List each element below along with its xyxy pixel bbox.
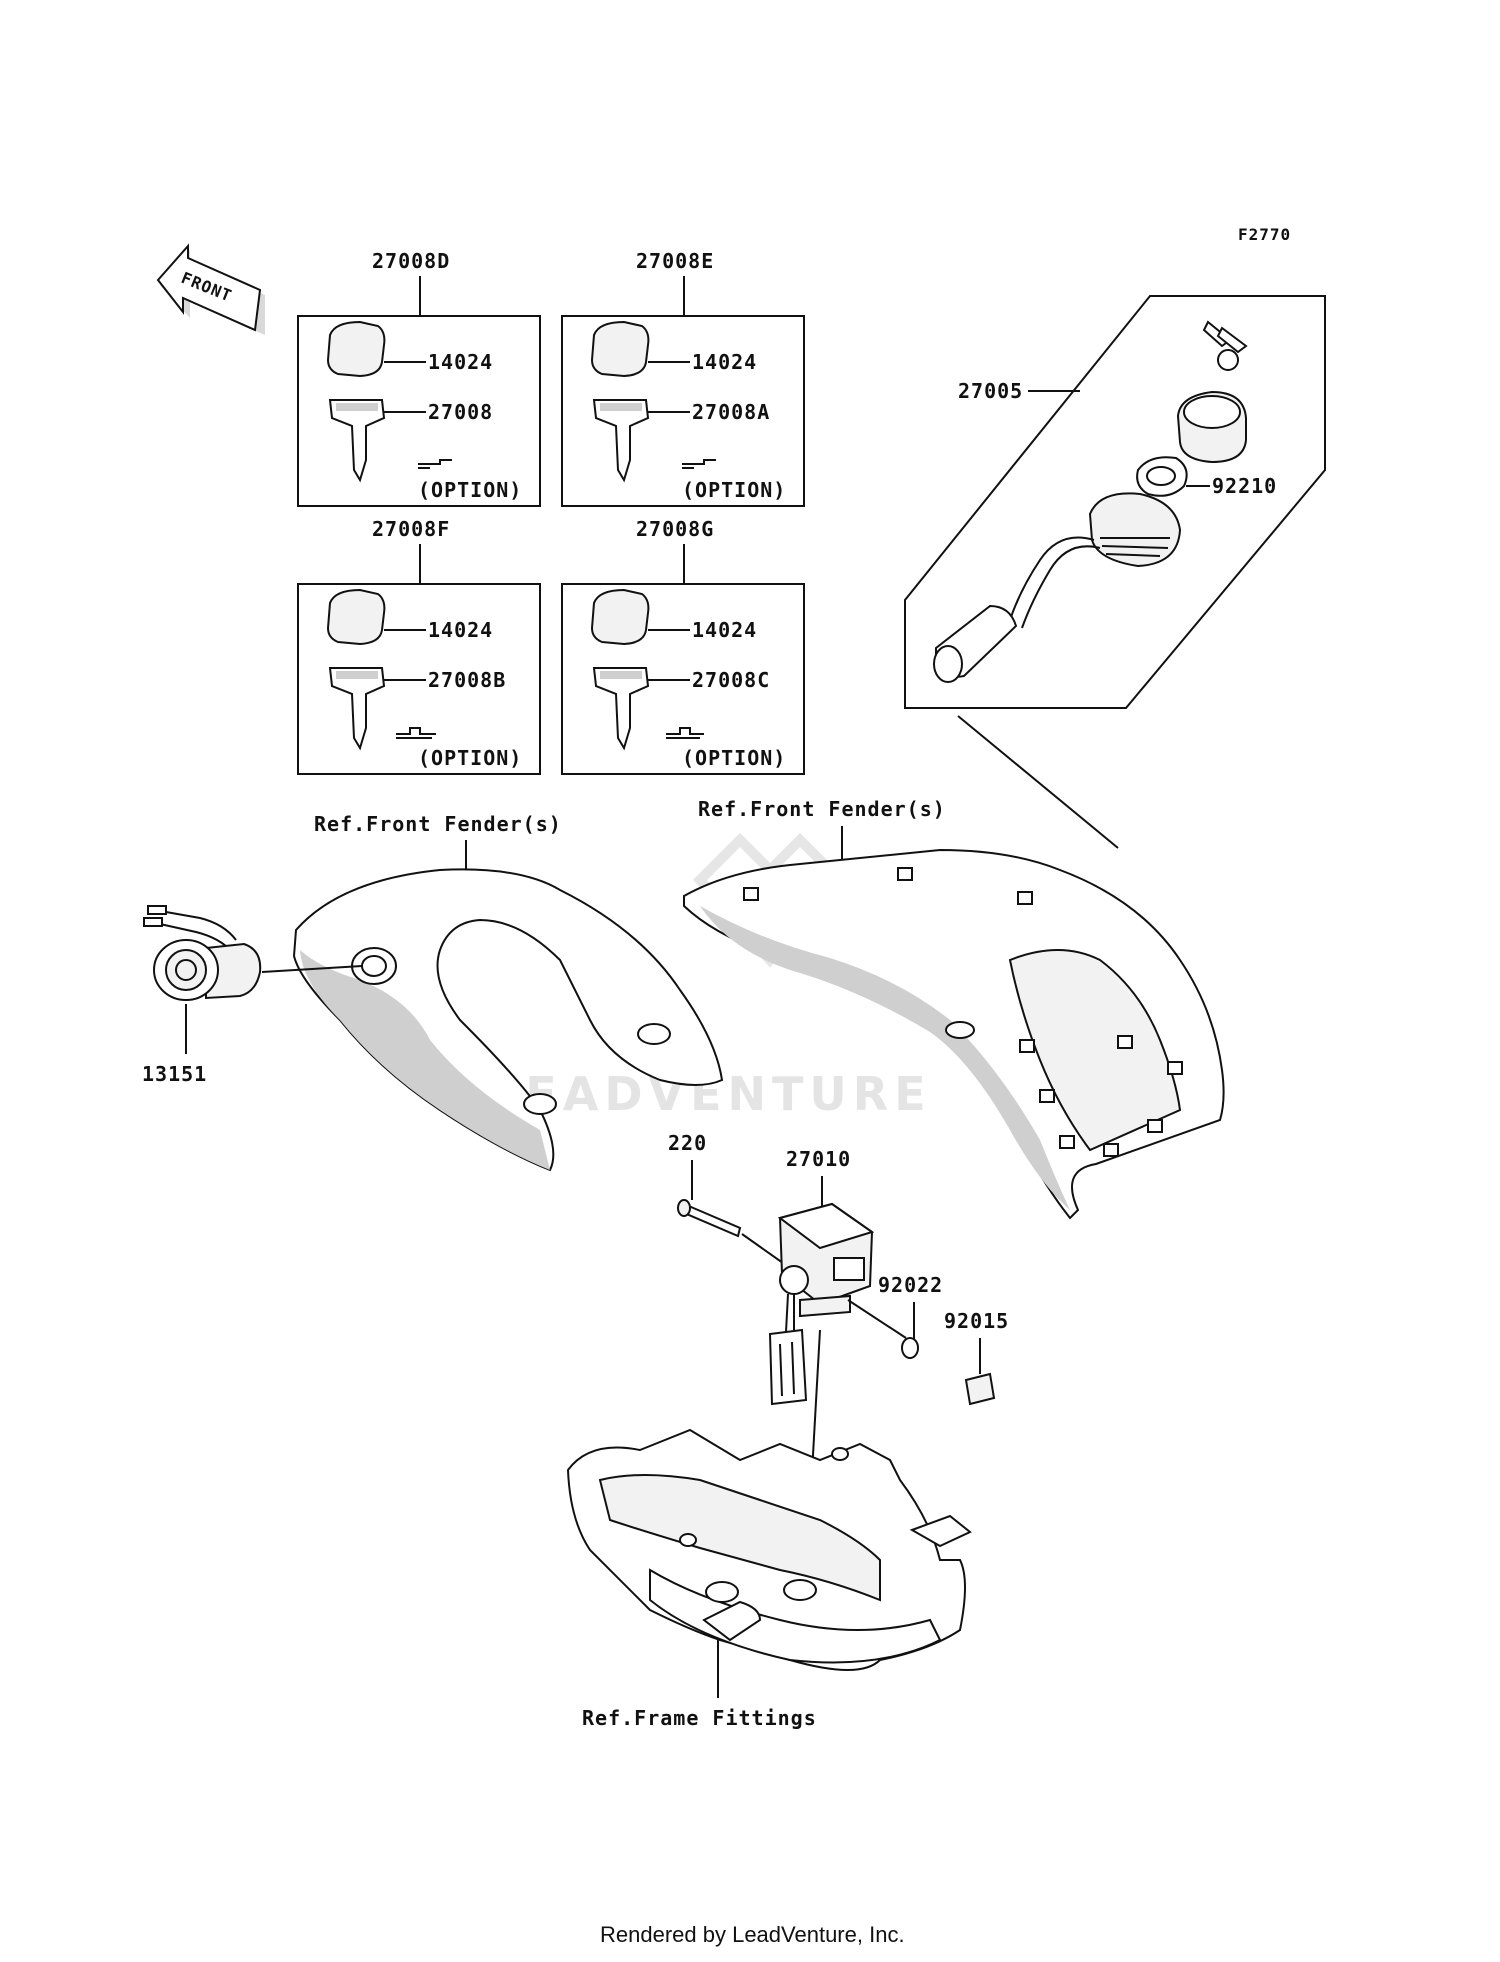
unit-27010: 220 27010 bbox=[668, 1131, 907, 1581]
option-note: (OPTION) bbox=[418, 746, 522, 770]
key-cut-icon bbox=[666, 727, 704, 739]
part-number: 92210 bbox=[1212, 474, 1277, 498]
key-set-27008e: 27008E 14024 27008A (OPTION) bbox=[561, 249, 805, 507]
option-note: (OPTION) bbox=[682, 478, 786, 502]
part-number: 27008 bbox=[428, 400, 493, 424]
clamp-icon bbox=[964, 1372, 996, 1406]
key-cap-icon bbox=[590, 588, 650, 646]
ref-label: Ref.Front Fender(s) bbox=[314, 812, 562, 836]
part-number: 92015 bbox=[944, 1309, 1009, 1333]
washer-92022: 92022 bbox=[878, 1273, 943, 1359]
front-arrow-icon: FRONT bbox=[156, 243, 265, 335]
key-set-label: 27008G bbox=[636, 517, 714, 541]
part-number: 220 bbox=[668, 1131, 707, 1155]
socket-13151: 13151 bbox=[142, 905, 363, 1086]
key-set-label: 27008F bbox=[372, 517, 450, 541]
coupler-icon bbox=[768, 1328, 808, 1406]
key-cap-icon bbox=[590, 320, 650, 378]
key-icon bbox=[592, 667, 650, 751]
key-icon bbox=[328, 667, 386, 751]
part-number: 14024 bbox=[692, 350, 757, 374]
washer-icon bbox=[901, 1337, 919, 1359]
frame-fittings: Ref.Frame Fittings bbox=[566, 1428, 972, 1730]
part-number: 27005 bbox=[958, 379, 1023, 403]
nut-icon bbox=[1136, 456, 1188, 497]
key-cut-icon bbox=[396, 727, 436, 739]
key-cut-icon bbox=[682, 459, 716, 469]
part-number: 14024 bbox=[428, 350, 493, 374]
key-icon bbox=[592, 399, 650, 483]
part-number: 14024 bbox=[428, 618, 493, 642]
part-number: 92022 bbox=[878, 1273, 943, 1297]
option-note: (OPTION) bbox=[682, 746, 786, 770]
key-cap-icon bbox=[326, 588, 386, 646]
part-number: 27010 bbox=[786, 1147, 851, 1171]
key-set-27008g: 27008G 14024 27008C (OPTION) bbox=[561, 517, 805, 775]
front-fender-right: Ref.Front Fender(s) bbox=[683, 797, 1225, 1220]
key-cut-icon bbox=[418, 459, 452, 469]
ref-label: Ref.Front Fender(s) bbox=[698, 797, 946, 821]
part-number: 27008A bbox=[692, 400, 770, 424]
option-note: (OPTION) bbox=[418, 478, 522, 502]
part-number: 14024 bbox=[692, 618, 757, 642]
front-fender-left: Ref.Front Fender(s) bbox=[292, 812, 724, 1172]
key-icon bbox=[328, 399, 386, 483]
part-number: 27008C bbox=[692, 668, 770, 692]
key-icon bbox=[1216, 326, 1248, 354]
figure-code: F2770 bbox=[1238, 225, 1291, 244]
key-set-label: 27008E bbox=[636, 249, 714, 273]
clip-icons bbox=[743, 867, 1183, 1157]
key-cap-icon bbox=[326, 320, 386, 378]
key-set-27008d: 27008D 14024 27008 (OPTION) bbox=[297, 249, 541, 507]
clamp-92015: 92015 bbox=[944, 1309, 1009, 1406]
part-number: 13151 bbox=[142, 1062, 207, 1086]
key-set-label: 27008D bbox=[372, 249, 450, 273]
switch-assembly-27005: 27005 92210 bbox=[904, 295, 1326, 849]
ref-label: Ref.Frame Fittings bbox=[582, 1706, 817, 1730]
part-number: 27008B bbox=[428, 668, 506, 692]
footer-credit: Rendered by LeadVenture, Inc. bbox=[600, 1922, 905, 1947]
key-set-27008f: 27008F 14024 27008B (OPTION) bbox=[297, 517, 541, 775]
